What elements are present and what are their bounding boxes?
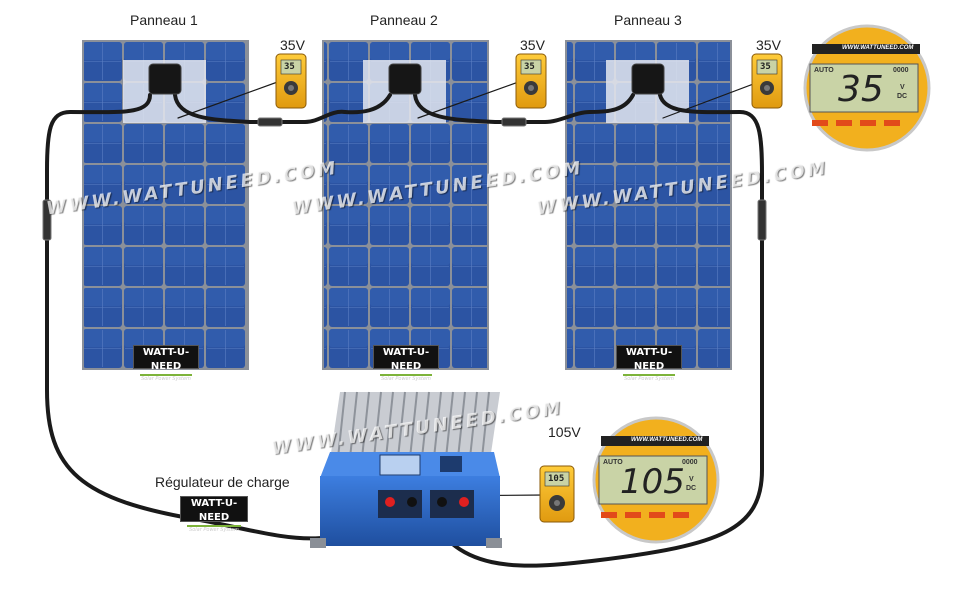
mc4-connectors [42,117,767,241]
panel-2-voltage: 35V [520,37,545,53]
zoom-multimeter-regulator [592,416,720,544]
zoom-regulator-digits: 0000 [682,459,698,466]
cables [45,79,765,568]
zoom-panel-site: WWW.WATTUNEED.COM [842,45,914,51]
brand-tagline: Solar Power System [141,376,191,382]
brand-stripe [140,374,192,376]
brand-name: WATT-U-NEED [625,347,673,372]
zoom-regulator-value: 105 [620,462,685,502]
brand-logo-panel-2: WATT-U-NEED Solar Power System [373,345,439,382]
panel-3-meter-display: 35 [760,62,771,72]
brand-logo-regulator: WATT-U-NEED Solar Power System [180,496,248,533]
brand-tagline: Solar Power System [624,376,674,382]
brand-name: WATT-U-NEED [190,498,238,523]
zoom-panel-digits: 0000 [893,67,909,74]
panel-1-label: Panneau 1 [130,12,198,28]
brand-logo-panel-3: WATT-U-NEED Solar Power System [616,345,682,382]
panel-3-label: Panneau 3 [614,12,682,28]
charge-regulator [310,391,502,548]
zoom-panel-unit-dc: DC [897,93,908,100]
brand-tagline: Solar Power System [381,376,431,382]
zoom-panel-unit-v: V [900,84,905,91]
brand-logo-panel-1: WATT-U-NEED Solar Power System [133,345,199,382]
zoom-regulator-mode: AUTO [603,459,623,466]
solar-panel-3 [565,40,732,370]
zoom-regulator-unit-v: V [689,476,694,483]
multimeter-regulator [539,465,575,523]
junction-boxes [148,63,665,95]
brand-name: WATT-U-NEED [142,347,190,372]
zoom-regulator-unit-dc: DC [686,485,697,492]
brand-tagline: Solar Power System [189,527,239,533]
zoom-regulator-site: WWW.WATTUNEED.COM [631,437,703,443]
panel-1-voltage: 35V [280,37,305,53]
regulator-voltage: 105V [548,424,581,440]
panel-1-meter-display: 35 [284,62,295,72]
brand-stripe [623,374,675,376]
zoom-multimeter-panel [803,24,931,152]
panel-3-voltage: 35V [756,37,781,53]
multimeter-panel-3 [751,53,783,109]
solar-panel-2 [322,40,489,370]
brand-name: WATT-U-NEED [382,347,430,372]
multimeter-panel-2 [515,53,547,109]
solar-panel-1 [82,40,249,370]
brand-stripe [187,525,241,527]
panel-2-meter-display: 35 [524,62,535,72]
zoom-panel-value: 35 [838,69,884,110]
regulator-meter-display: 105 [548,474,565,484]
regulator-label: Régulateur de charge [155,474,290,490]
brand-stripe [380,374,432,376]
multimeter-panel-1 [275,53,307,109]
zoom-panel-mode: AUTO [814,67,834,74]
panel-2-label: Panneau 2 [370,12,438,28]
